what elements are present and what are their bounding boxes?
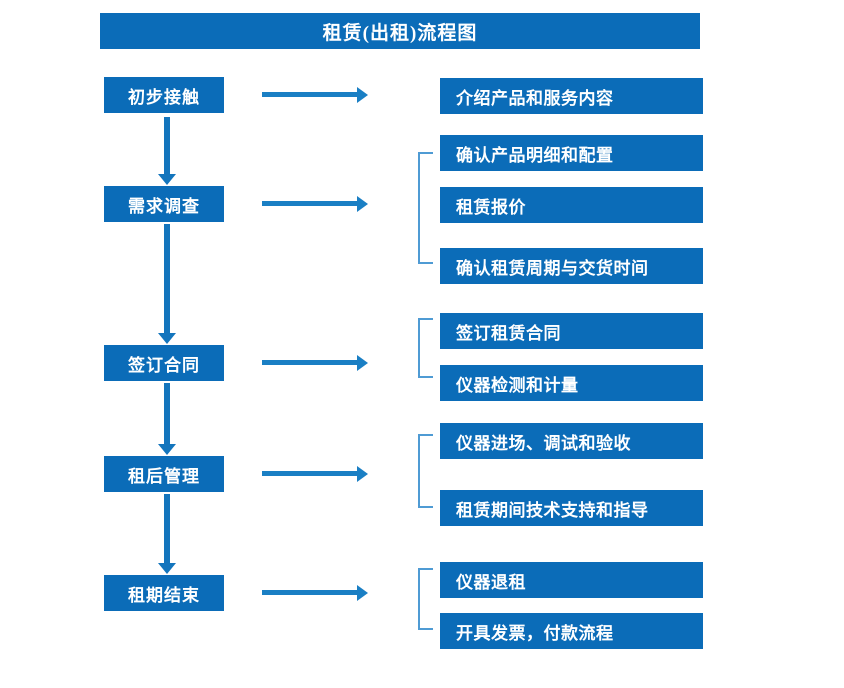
stage-box-3[interactable]: 签订合同 — [104, 345, 224, 381]
stage-box-5[interactable]: 租期结束 — [104, 575, 224, 611]
group-bracket-1 — [418, 152, 433, 264]
detail-box-3[interactable]: 租赁报价 — [440, 187, 703, 223]
detail-box-2[interactable]: 确认产品明细和配置 — [440, 135, 703, 171]
right-arrow-icon-4 — [262, 466, 368, 482]
detail-box-9[interactable]: 仪器退租 — [440, 562, 703, 598]
detail-box-1[interactable]: 介绍产品和服务内容 — [440, 78, 703, 114]
group-bracket-4 — [418, 568, 433, 630]
stage-box-2[interactable]: 需求调查 — [104, 186, 224, 222]
down-arrow-icon-1 — [156, 117, 178, 185]
stage-box-1[interactable]: 初步接触 — [104, 77, 224, 113]
group-bracket-2 — [418, 318, 433, 378]
detail-box-7[interactable]: 仪器进场、调试和验收 — [440, 423, 703, 459]
detail-box-6[interactable]: 仪器检测和计量 — [440, 365, 703, 401]
right-arrow-icon-5 — [262, 585, 368, 601]
down-arrow-icon-3 — [156, 383, 178, 455]
stage-box-4[interactable]: 租后管理 — [104, 456, 224, 492]
detail-box-8[interactable]: 租赁期间技术支持和指导 — [440, 490, 703, 526]
page-title: 租赁(出租)流程图 — [100, 13, 700, 49]
down-arrow-icon-4 — [156, 494, 178, 574]
right-arrow-icon-3 — [262, 355, 368, 371]
group-bracket-3 — [418, 434, 433, 508]
right-arrow-icon-1 — [262, 87, 368, 103]
down-arrow-icon-2 — [156, 224, 178, 344]
detail-box-5[interactable]: 签订租赁合同 — [440, 313, 703, 349]
right-arrow-icon-2 — [262, 196, 368, 212]
detail-box-10[interactable]: 开具发票，付款流程 — [440, 613, 703, 649]
detail-box-4[interactable]: 确认租赁周期与交货时间 — [440, 248, 703, 284]
